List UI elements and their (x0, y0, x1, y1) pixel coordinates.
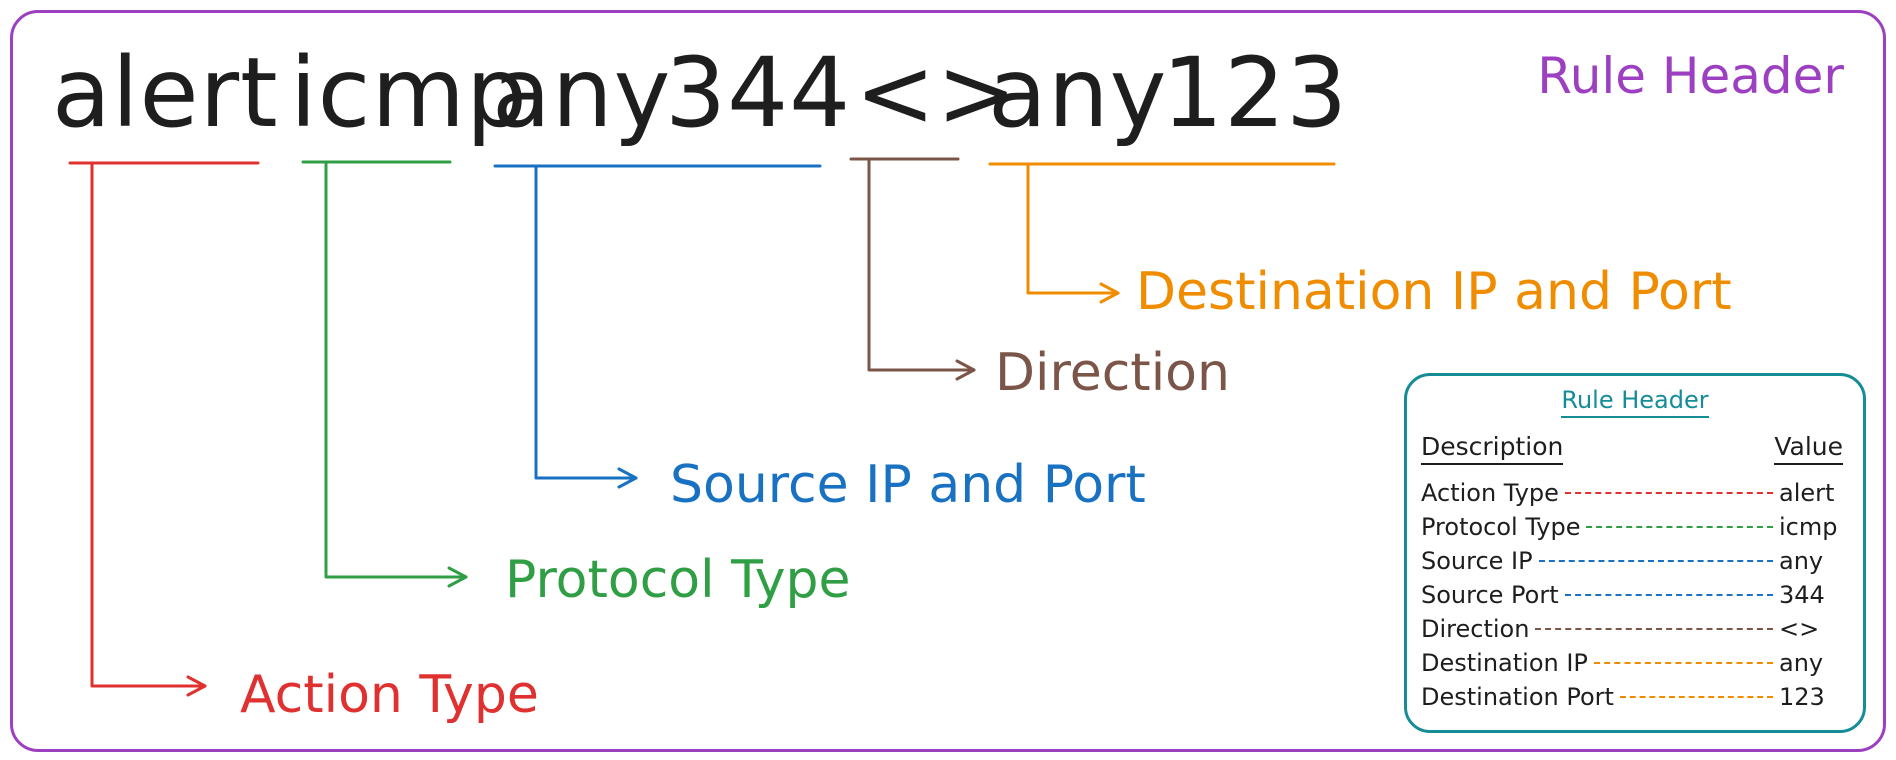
legend-dash (1564, 492, 1773, 494)
legend-row: Source IP any (1421, 547, 1824, 575)
protocol-connector (301, 160, 468, 588)
legend-header-description: Description (1421, 432, 1564, 465)
label-action: Action Type (240, 665, 539, 725)
legend-row: Destination Port 123 (1421, 683, 1825, 711)
diagram-frame (10, 10, 1886, 752)
legend-row: Direction <> (1421, 615, 1820, 643)
legend-row: Action Type alert (1421, 479, 1835, 507)
destination-connector (988, 162, 1336, 304)
legend-box: Rule Header Description Value Action Typ… (1404, 373, 1866, 733)
legend-header-value: Value (1774, 432, 1843, 465)
legend-dash (1564, 594, 1773, 596)
legend-row: Destination IP any (1421, 649, 1824, 677)
token-protocol: icmp (290, 37, 528, 149)
token-direction: <> (855, 37, 1018, 149)
token-source-ip: any (492, 37, 672, 149)
legend-row: Source Port 344 (1421, 581, 1825, 609)
legend-dash (1619, 696, 1773, 698)
label-destination: Destination IP and Port (1136, 262, 1732, 322)
legend-row: Protocol Type icmp (1421, 513, 1838, 541)
token-action: alert (52, 37, 279, 149)
legend-dash (1586, 526, 1773, 528)
rule-header-title: Rule Header (1537, 47, 1844, 105)
label-source: Source IP and Port (670, 455, 1146, 515)
legend-dash (1593, 662, 1773, 664)
legend-dash (1535, 628, 1773, 630)
label-protocol: Protocol Type (505, 550, 851, 610)
legend-title: Rule Header (1407, 386, 1863, 418)
direction-connector (849, 157, 976, 381)
token-destination-port: 123 (1162, 37, 1349, 149)
token-destination-ip: any (988, 37, 1168, 149)
source-connector (493, 164, 822, 489)
action-connector (68, 161, 260, 697)
token-source-port: 344 (665, 37, 852, 149)
legend-dash (1538, 560, 1773, 562)
label-direction: Direction (995, 343, 1230, 403)
